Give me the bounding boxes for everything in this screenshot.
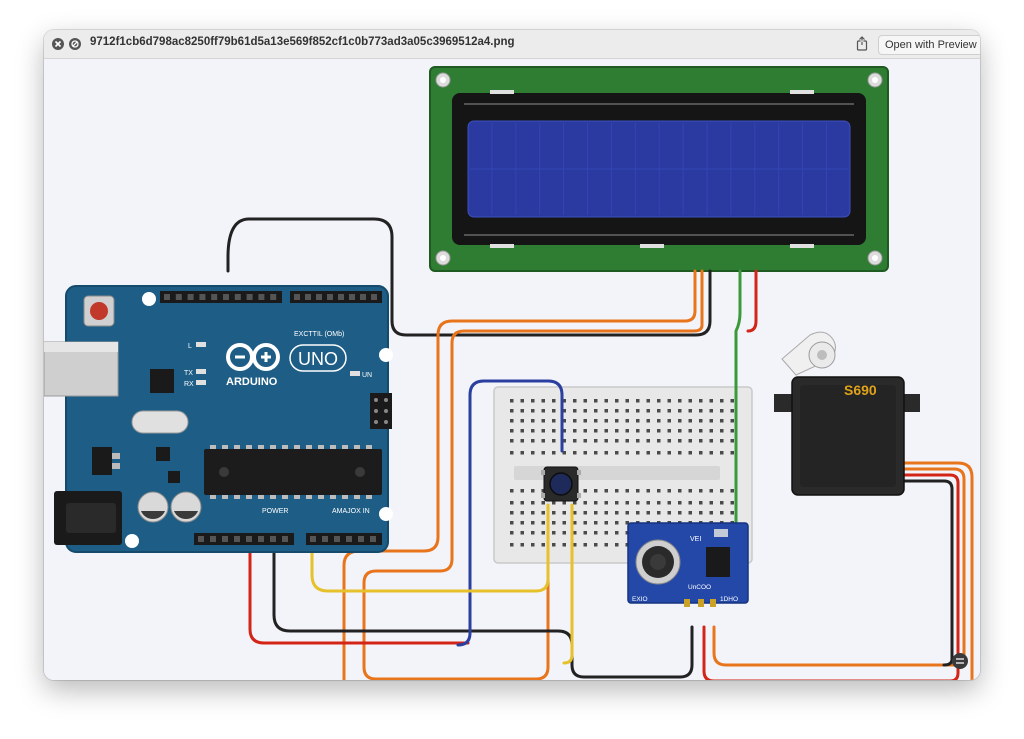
share-icon[interactable] [854,35,870,53]
led-l-label: L [188,343,192,350]
power-label: POWER [262,508,288,515]
arduino-board: L TX RX UN ARDUINO UNO EXCTTIL (OMb) POW… [44,285,393,553]
led-rx-label: RX [184,381,194,388]
analog-label: AMAJOX IN [332,508,370,515]
wire-blue [456,379,564,647]
open-with-preview-button[interactable]: Open with Preview [878,35,980,55]
wire-yellow [310,503,550,593]
servo-label: S690 [844,382,877,398]
lcd-module [429,66,889,272]
pin-headers [160,291,382,545]
sensor-label-left: EXIO [632,596,648,603]
sensor-label-top: VEI [690,536,701,543]
close-icon[interactable] [52,38,64,50]
corner-badge-icon [952,653,968,669]
led-tx-label: TX [184,370,193,377]
led-on-label: UN [362,372,372,379]
wire-black-top [226,217,712,337]
wire-yellow-2 [562,503,574,665]
title-bar: 9712f1cb6d798ac8250ff79b61d5a13e569f852c… [44,30,980,59]
wire-orange-2 [362,269,704,680]
window-title: 9712f1cb6d798ac8250ff79b61d5a13e569f852c… [90,36,515,48]
header-label: EXCTTIL (OMb) [294,331,344,338]
wire-red-lcd [746,269,758,333]
sensor-label-bottom-b: 1DHO [720,596,738,603]
circuit-diagram: L TX RX UN ARDUINO UNO EXCTTIL (OMb) POW… [44,66,974,680]
arduino-model: UNO [298,349,338,369]
wire-red-power [248,539,470,645]
wire-red-servo [702,473,960,680]
wire-black-servo [900,479,954,667]
wires [226,217,974,680]
wire-orange-1 [342,269,974,680]
servo-motor: S690 [774,331,920,496]
preview-window: 9712f1cb6d798ac8250ff79b61d5a13e569f852c… [44,30,980,680]
arduino-brand: ARDUINO [226,376,278,388]
chip-pins [210,445,372,499]
sensor-module: VEI EXIO UnCOO 1DHO [627,522,749,607]
sensor-label-bottom-a: UnCOO [688,584,711,591]
push-button [541,466,581,502]
minimize-icon[interactable] [69,38,81,50]
arduino-logo [226,343,280,371]
image-content: L TX RX UN ARDUINO UNO EXCTTIL (OMb) POW… [44,59,980,680]
lcd-character-grid [470,123,848,215]
